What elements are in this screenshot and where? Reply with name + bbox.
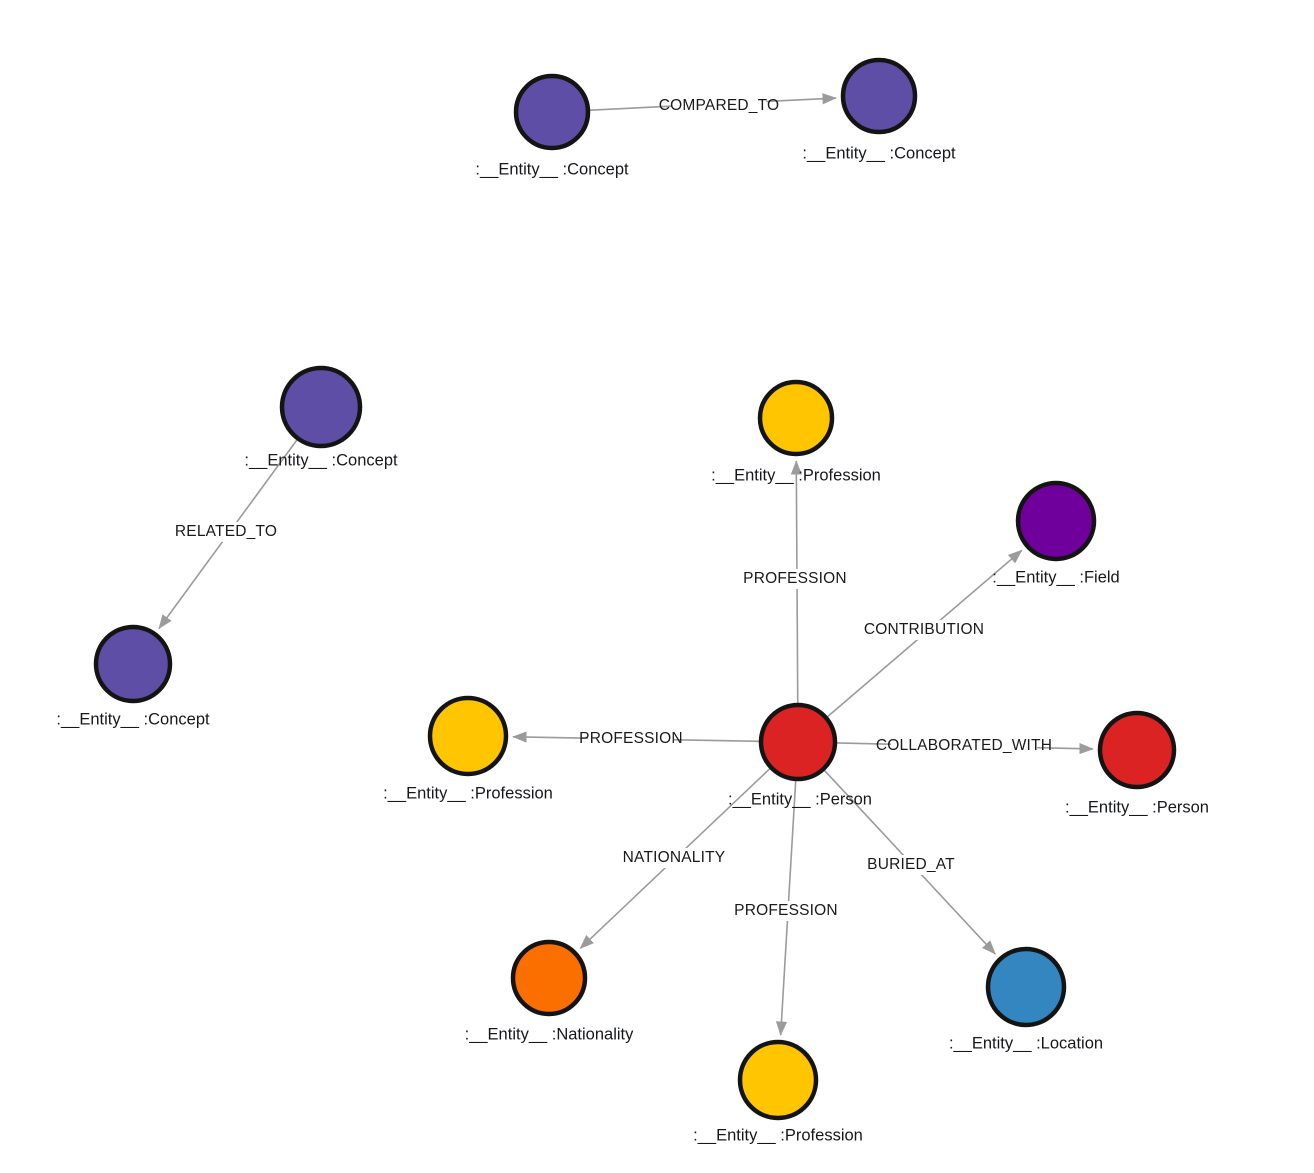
edge-label: NATIONALITY xyxy=(623,849,726,866)
edge-label-backdrop xyxy=(626,848,722,868)
graph-node-profession[interactable] xyxy=(757,379,835,457)
edge-label-backdrop xyxy=(890,736,1038,756)
node-label: :__Entity__ :Nationality xyxy=(465,1025,635,1043)
graph-node-location[interactable] xyxy=(985,946,1067,1028)
node-label: :__Entity__ :Concept xyxy=(56,710,210,728)
node-label: :__Entity__ :Profession xyxy=(693,1126,863,1144)
node-label: :__Entity__ :Profession xyxy=(383,784,553,802)
edge-label: PROFESSION xyxy=(734,902,838,919)
node-label: :__Entity__ :Location xyxy=(949,1034,1103,1052)
graph-node-concept[interactable] xyxy=(840,57,918,135)
node-labels-layer: :__Entity__ :Concept :__Entity__ :Concept… xyxy=(56,144,1209,1144)
graph-node-person[interactable] xyxy=(1097,710,1177,790)
node-label: :__Entity__ :Field xyxy=(992,568,1120,586)
edge-label-backdrop xyxy=(588,729,674,749)
edge-label: PROFESSION xyxy=(579,730,683,747)
edge-label-backdrop xyxy=(872,855,950,875)
node-label: :__Entity__ :Concept xyxy=(475,160,629,178)
graph-node-concept[interactable] xyxy=(279,365,363,449)
edge-label-backdrop xyxy=(671,96,767,116)
edge-label-backdrop xyxy=(872,620,976,640)
nodes-layer[interactable] xyxy=(93,57,1177,1121)
node-label: :__Entity__ :Person xyxy=(1065,798,1209,816)
edge-label-backdrop xyxy=(183,522,269,542)
edge-label: COLLABORATED_WITH xyxy=(876,737,1052,754)
graph-node-person[interactable] xyxy=(758,702,838,782)
graph-node-concept[interactable] xyxy=(513,73,591,151)
edges-layer xyxy=(158,93,1094,1036)
graph-node-profession[interactable] xyxy=(737,1039,819,1121)
edge-label: RELATED_TO xyxy=(175,523,277,540)
edge-labels-layer: COMPARED_TO RELATED_TO PROFESSION CONTRIBUT… xyxy=(175,96,1052,921)
edge-label: CONTRIBUTION xyxy=(864,621,984,638)
edge-label: BURIED_AT xyxy=(867,856,955,873)
edge-label: COMPARED_TO xyxy=(659,97,779,114)
edge-label: PROFESSION xyxy=(743,570,847,587)
edge-label-backdrop xyxy=(752,569,838,589)
graph-node-field[interactable] xyxy=(1015,480,1097,562)
edge-label-backdrop xyxy=(743,901,829,921)
graph-node-nationality[interactable] xyxy=(510,939,588,1017)
node-label: :__Entity__ :Concept xyxy=(244,451,398,469)
node-label: :__Entity__ :Person xyxy=(728,790,872,808)
node-label: :__Entity__ :Concept xyxy=(802,144,956,162)
graph-node-profession[interactable] xyxy=(427,695,509,777)
graph-node-concept[interactable] xyxy=(93,624,173,704)
node-label: :__Entity__ :Profession xyxy=(711,466,881,484)
